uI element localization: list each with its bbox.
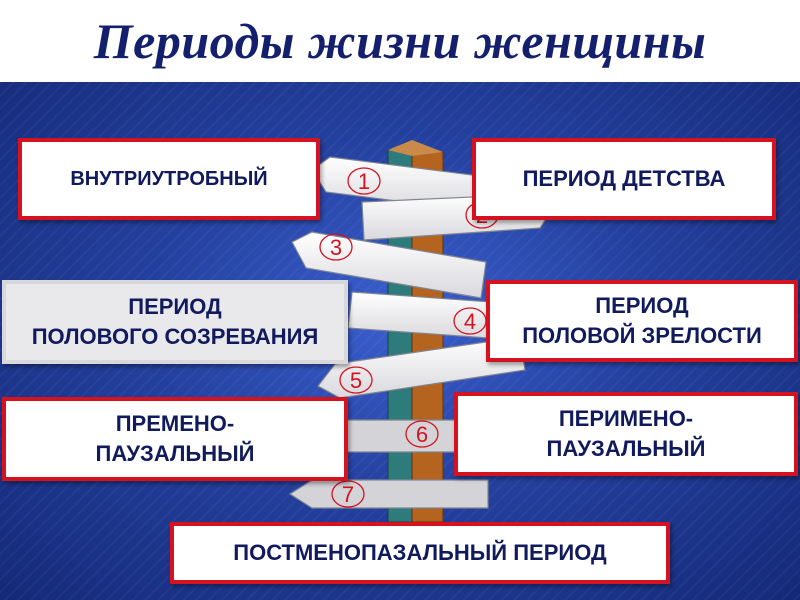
period-box-prenatal: ВНУТРИУТРОБНЫЙ bbox=[18, 138, 320, 220]
sign-number-4: 4 bbox=[464, 309, 476, 334]
sign-number-6: 6 bbox=[416, 422, 428, 447]
page-title: Периоды жизни женщины bbox=[93, 13, 707, 69]
diagram-stage: 1 2 3 4 5 6 bbox=[0, 82, 800, 600]
period-box-perimenopausal: ПЕРИМЕНО- ПАУЗАЛЬНЫЙ bbox=[454, 392, 798, 476]
period-label-childhood: ПЕРИОД ДЕТСТВА bbox=[522, 166, 726, 192]
period-label-puberty: ПЕРИОД ПОЛОВОГО СОЗРЕВАНИЯ bbox=[31, 294, 319, 349]
period-label-premenopausal: ПРЕМЕНО- ПАУЗАЛЬНЫЙ bbox=[95, 411, 255, 466]
period-box-childhood: ПЕРИОД ДЕТСТВА bbox=[472, 138, 776, 220]
sign-number-3: 3 bbox=[330, 235, 342, 260]
period-label-maturity: ПЕРИОД ПОЛОВОЙ ЗРЕЛОСТИ bbox=[522, 293, 762, 348]
sign-number-5: 5 bbox=[350, 368, 362, 393]
period-box-maturity: ПЕРИОД ПОЛОВОЙ ЗРЕЛОСТИ bbox=[486, 280, 798, 362]
sign-number-7: 7 bbox=[342, 482, 354, 507]
period-label-perimenopausal: ПЕРИМЕНО- ПАУЗАЛЬНЫЙ bbox=[546, 406, 706, 461]
sign-arrow-3: 3 bbox=[291, 231, 487, 299]
period-label-prenatal: ВНУТРИУТРОБНЫЙ bbox=[70, 167, 268, 190]
sign-number-1: 1 bbox=[358, 169, 370, 194]
period-box-postmenopausal: ПОСТМЕНОПАЗАЛЬНЫЙ ПЕРИОД bbox=[170, 522, 670, 584]
period-box-puberty: ПЕРИОД ПОЛОВОГО СОЗРЕВАНИЯ bbox=[2, 280, 348, 364]
sign-arrow-7: 7 bbox=[288, 479, 489, 509]
period-label-postmenopausal: ПОСТМЕНОПАЗАЛЬНЫЙ ПЕРИОД bbox=[233, 540, 607, 566]
period-box-premenopausal: ПРЕМЕНО- ПАУЗАЛЬНЫЙ bbox=[2, 397, 348, 481]
